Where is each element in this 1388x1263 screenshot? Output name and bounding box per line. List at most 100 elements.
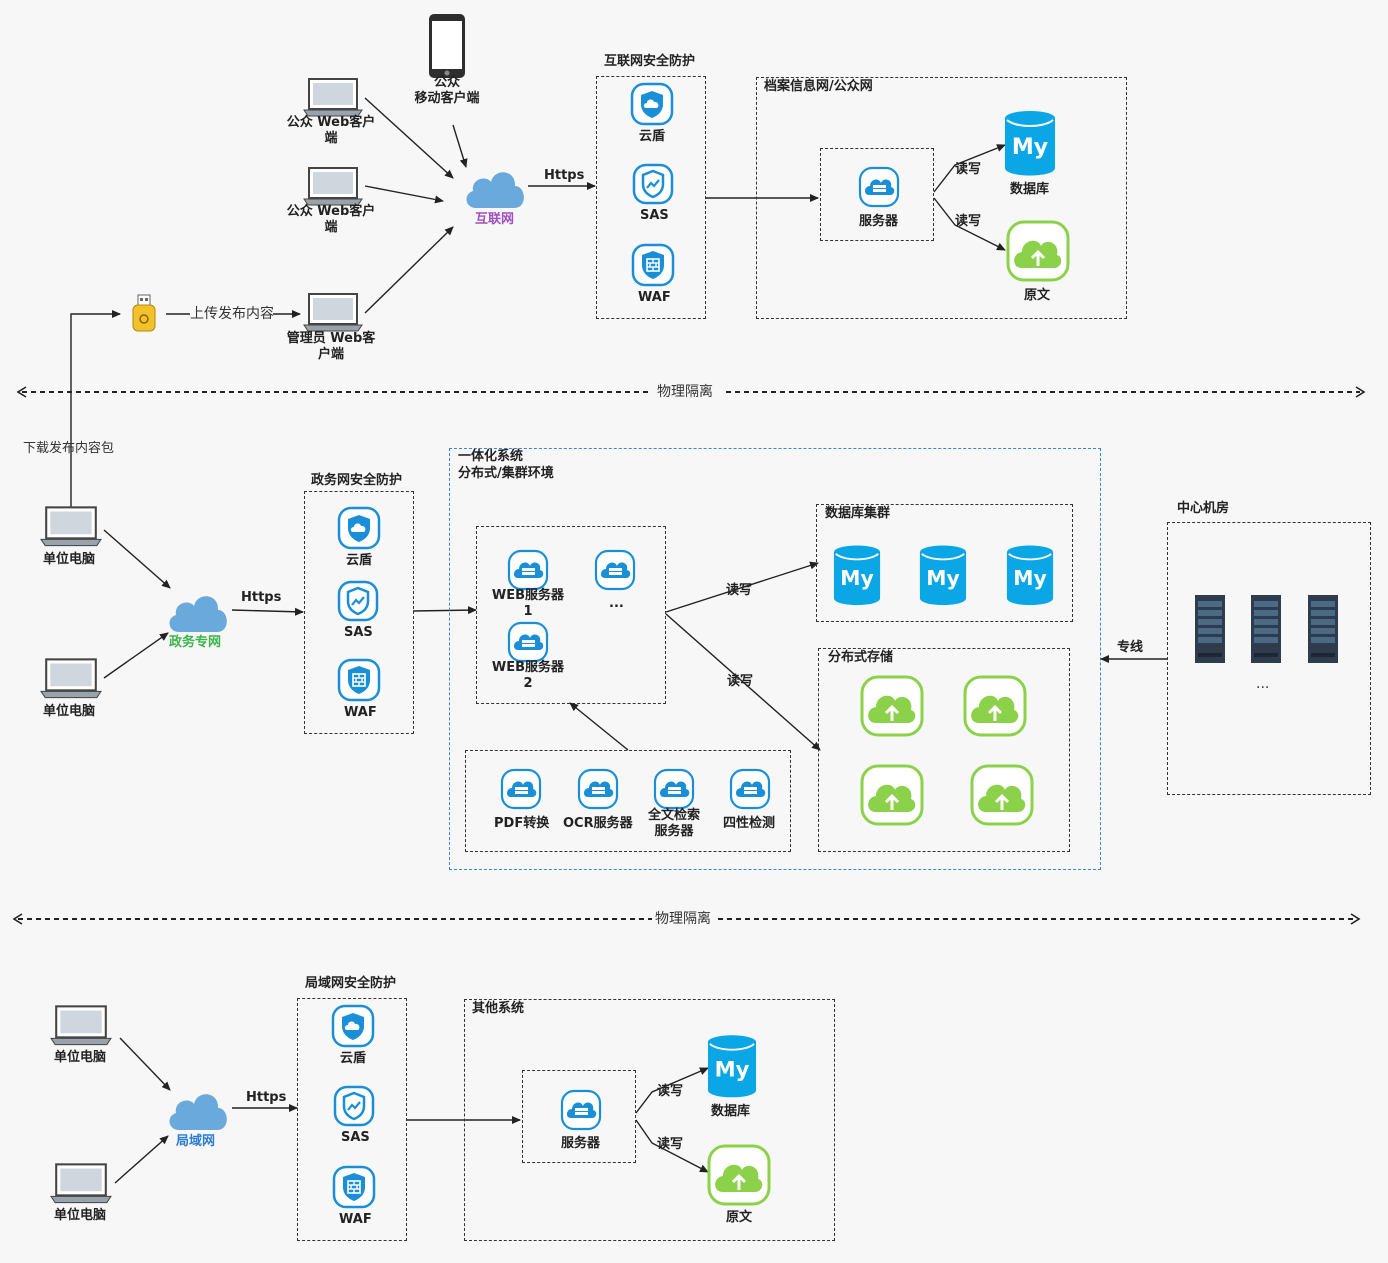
- physical-isolation-label: 物理隔离: [657, 384, 713, 400]
- https-label: Https: [544, 168, 585, 183]
- public-mobile-client-label: 公众 移动客户端: [414, 75, 480, 106]
- archive-network-zone: [756, 77, 1127, 319]
- original-file-label: 原文: [726, 1210, 753, 1225]
- storage-upload-icon: [963, 675, 1027, 741]
- distributed-cluster-subtitle: 分布式/集群环境: [458, 466, 554, 481]
- waf-label: WAF: [638, 290, 671, 305]
- waf-label: WAF: [344, 705, 377, 720]
- internet-cloud-icon: [462, 164, 528, 214]
- services-box: [465, 750, 791, 852]
- physical-isolation-label: 物理隔离: [655, 911, 711, 927]
- laptop-icon: [40, 658, 102, 704]
- admin-web-client-label: 管理员 Web客户端: [286, 331, 376, 362]
- svg-text:My: My: [1013, 566, 1046, 590]
- gov-network-label: 政务专网: [169, 635, 222, 650]
- public-web-client-label-2: 公众 Web客户端: [286, 204, 376, 235]
- shield-cloud-icon: [337, 506, 381, 554]
- storage-upload-icon: [860, 675, 924, 741]
- waf-firewall-icon: [631, 243, 675, 291]
- waf-firewall-icon: [337, 658, 381, 706]
- database-label: 数据库: [1010, 182, 1050, 197]
- storage-upload-icon: [970, 764, 1034, 830]
- svg-text:My: My: [715, 1057, 750, 1082]
- more-servers-label: ...: [609, 596, 624, 611]
- storage-upload-icon: [707, 1144, 771, 1210]
- laptop-icon: [303, 167, 363, 211]
- upload-content-label: 上传发布内容: [190, 306, 274, 322]
- internet-label: 互联网: [475, 212, 515, 227]
- distributed-storage-box: [818, 648, 1070, 852]
- distributed-storage-title: 分布式存储: [828, 650, 894, 665]
- laptop-icon: [303, 78, 363, 122]
- integrated-system-zone: [449, 448, 1101, 870]
- server-cloud-icon: [507, 549, 549, 595]
- storage-upload-icon: [860, 764, 924, 830]
- integrated-system-title: 一体化系统: [458, 449, 524, 464]
- gov-security-title: 政务网安全防护: [311, 473, 403, 488]
- unit-pc-label: 单位电脑: [43, 704, 96, 719]
- svg-text:My: My: [1012, 135, 1048, 160]
- server-box: [820, 148, 934, 241]
- gov-security-box: [304, 491, 414, 734]
- server-rack-icon: [1195, 595, 1225, 667]
- read-write-label: 读写: [657, 1084, 684, 1099]
- server-cloud-icon: [500, 768, 542, 814]
- sas-icon: [333, 1085, 375, 1131]
- mobile-phone-icon: [428, 13, 466, 83]
- https-label: Https: [246, 1090, 287, 1105]
- pdf-convert-label: PDF转换: [494, 816, 550, 831]
- sas-icon: [337, 580, 379, 626]
- sas-label: SAS: [341, 1130, 370, 1145]
- waf-firewall-icon: [332, 1165, 376, 1213]
- server-cloud-icon: [653, 768, 695, 814]
- dedicated-line-label: 专线: [1117, 640, 1144, 655]
- database-label: 数据库: [711, 1104, 751, 1119]
- sas-icon: [632, 163, 674, 209]
- laptop-icon: [40, 506, 102, 552]
- server-label: 服务器: [859, 214, 899, 229]
- sas-label: SAS: [640, 208, 669, 223]
- server-label: 服务器: [561, 1136, 601, 1151]
- read-write-label: 读写: [955, 214, 982, 229]
- usb-drive-icon: [132, 294, 156, 336]
- server-cloud-icon: [507, 621, 549, 667]
- server-cloud-icon: [858, 166, 900, 212]
- server-cloud-icon: [729, 768, 771, 814]
- svg-text:My: My: [840, 566, 873, 590]
- server-rack-icon: [1251, 595, 1281, 667]
- download-package-label: 下载发布内容包: [23, 441, 115, 456]
- server-cloud-icon: [577, 768, 619, 814]
- mysql-database-icon: My: [1004, 110, 1056, 182]
- web-server-2-label: WEB服务器2: [491, 660, 565, 691]
- lan-security-title: 局域网安全防护: [305, 976, 397, 991]
- cloud-shield-label: 云盾: [340, 1051, 367, 1066]
- db-cluster-box: [816, 504, 1073, 622]
- mysql-database-icon: My: [919, 543, 967, 613]
- lan-security-box: [297, 998, 407, 1241]
- laptop-icon: [303, 293, 363, 337]
- svg-text:My: My: [926, 566, 959, 590]
- read-write-label: 读写: [726, 583, 753, 598]
- fulltext-search-label: 全文检索服务器: [647, 808, 700, 839]
- mysql-database-icon: My: [833, 543, 881, 613]
- read-write-label: 读写: [727, 674, 754, 689]
- gov-network-cloud-icon: [165, 588, 231, 638]
- web-server-1-label: WEB服务器1: [491, 588, 565, 619]
- laptop-icon: [50, 1163, 112, 1209]
- other-system-zone: [464, 999, 835, 1241]
- ocr-server-label: OCR服务器: [563, 816, 633, 831]
- shield-cloud-icon: [331, 1004, 375, 1052]
- laptop-icon: [50, 1005, 112, 1051]
- read-write-label: 读写: [955, 162, 982, 177]
- datacenter-box: [1167, 522, 1371, 795]
- original-file-label: 原文: [1024, 288, 1051, 303]
- server-box: [522, 1070, 636, 1163]
- public-web-client-label-1: 公众 Web客户端: [286, 115, 376, 146]
- mysql-database-icon: My: [1006, 543, 1054, 613]
- db-cluster-title: 数据库集群: [825, 506, 891, 521]
- other-system-title: 其他系统: [472, 1001, 525, 1016]
- read-write-label: 读写: [657, 1137, 684, 1152]
- cloud-shield-label: 云盾: [639, 129, 666, 144]
- server-cloud-icon: [594, 549, 636, 595]
